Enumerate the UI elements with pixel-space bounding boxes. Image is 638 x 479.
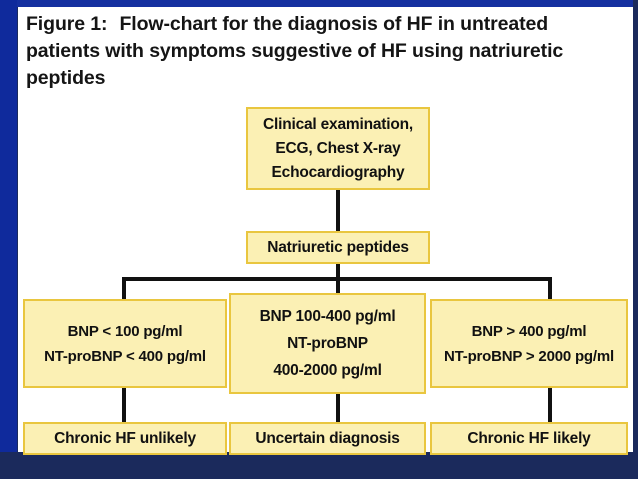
connector-peptides-to-branch (336, 264, 340, 280)
flow-node-natriuretic-peptides: Natriuretic peptides (246, 231, 430, 264)
flow-node-line: Chronic HF likely (467, 429, 591, 447)
connector-branch-to-mid (336, 277, 340, 295)
slide-frame-top (0, 0, 638, 7)
connector-branch-to-high (548, 277, 552, 301)
flow-node-line: BNP < 100 pg/ml (67, 322, 183, 340)
flow-node-line: 400-2000 pg/ml (273, 362, 382, 379)
connector-high-to-likely (548, 388, 552, 424)
flow-node-high-bnp: BNP > 400 pg/ml NT-proBNP > 2000 pg/ml (430, 299, 628, 388)
figure-page: Figure 1:Flow-chart for the diagnosis of… (18, 7, 633, 455)
flow-node-line: ECG, Chest X-ray (275, 139, 401, 157)
figure-caption: Figure 1:Flow-chart for the diagnosis of… (26, 11, 626, 92)
slide-frame-bottom (0, 452, 638, 479)
flow-node-line: NT-proBNP < 400 pg/ml (44, 347, 206, 365)
flow-node-line: NT-proBNP (287, 335, 368, 352)
slide-frame-left (0, 0, 17, 479)
flow-node-line: Echocardiography (271, 163, 405, 181)
slide-frame-right (633, 0, 638, 479)
figure-caption-text: Flow-chart for the diagnosis of HF in un… (26, 13, 564, 89)
flow-node-line: BNP > 400 pg/ml (471, 322, 587, 340)
flow-node-line: BNP 100-400 pg/ml (259, 308, 396, 325)
flow-node-intermediate-bnp: BNP 100-400 pg/ml NT-proBNP 400-2000 pg/… (229, 293, 426, 394)
flow-node-conclusion-uncertain: Uncertain diagnosis (229, 422, 426, 455)
figure-label: Figure 1: (26, 13, 108, 35)
connector-mid-to-uncertain (336, 394, 340, 424)
connector-low-to-unlikely (122, 388, 126, 424)
flow-node-initial-assessment: Clinical examination, ECG, Chest X-ray E… (246, 107, 430, 190)
flowchart-canvas: Clinical examination, ECG, Chest X-ray E… (18, 85, 633, 455)
connector-branch-to-low (122, 277, 126, 301)
flow-node-conclusion-likely: Chronic HF likely (430, 422, 628, 455)
flow-node-line: NT-proBNP > 2000 pg/ml (444, 347, 614, 365)
flow-node-line: Clinical examination, (263, 115, 413, 133)
flow-node-conclusion-unlikely: Chronic HF unlikely (23, 422, 227, 455)
flow-node-line: Chronic HF unlikely (54, 429, 196, 447)
flow-node-line: Uncertain diagnosis (255, 429, 400, 447)
flow-node-line: Natriuretic peptides (267, 238, 409, 256)
flow-node-low-bnp: BNP < 100 pg/ml NT-proBNP < 400 pg/ml (23, 299, 227, 388)
connector-initial-to-peptides (336, 190, 340, 231)
